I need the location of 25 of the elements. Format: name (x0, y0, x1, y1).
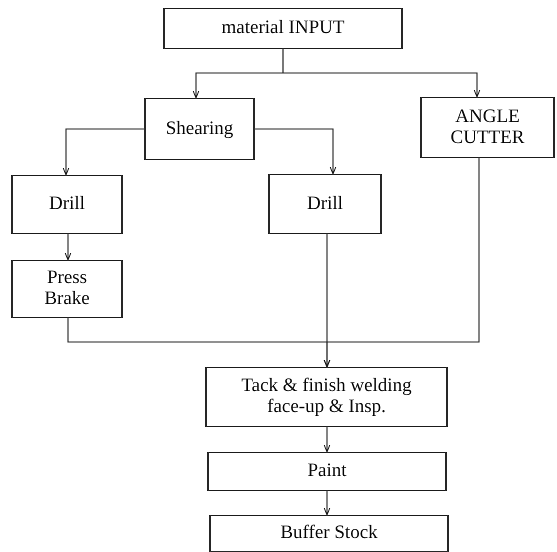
process-box (163, 8, 403, 49)
arrow (64, 234, 72, 260)
process-label: Paint (307, 461, 347, 482)
arrow (324, 158, 480, 368)
arrow (324, 491, 330, 516)
process-box (144, 98, 255, 160)
process-box (207, 452, 447, 491)
process-label: Drill (49, 194, 85, 215)
process-box (209, 515, 449, 552)
process-box (420, 97, 555, 158)
process-label: ANGLE CUTTER (450, 106, 526, 148)
process-box (205, 367, 448, 427)
arrow (324, 427, 330, 452)
process-label: Shearing (166, 118, 234, 140)
process-label: material INPUT (222, 18, 344, 39)
process-label: Press Brake (43, 268, 91, 310)
arrow (282, 49, 480, 98)
process-label: Buffer Stock (280, 523, 378, 544)
arrow (62, 128, 144, 176)
process-box (268, 174, 382, 234)
process-box (11, 175, 123, 234)
process-label: Drill (307, 194, 343, 214)
process-box (11, 260, 123, 318)
process-label: Tack & finish welding face-up & Insp. (240, 376, 413, 418)
arrow (255, 128, 336, 174)
